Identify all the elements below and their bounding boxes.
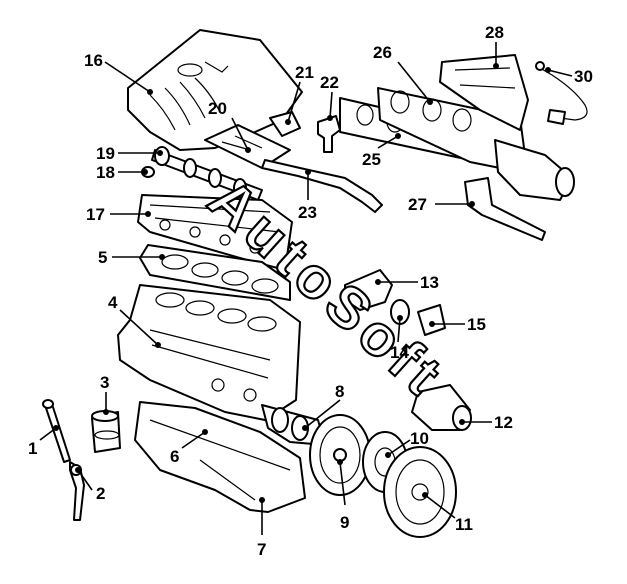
svg-text:11: 11: [455, 515, 473, 534]
svg-text:10: 10: [410, 429, 429, 448]
engine-block: [117, 284, 301, 421]
head-gasket: [139, 244, 291, 301]
pressure-plate: [383, 446, 457, 538]
svg-text:27: 27: [408, 195, 427, 214]
svg-text:23: 23: [298, 203, 317, 222]
sensor: [317, 115, 341, 153]
callout-16: 16: [84, 51, 153, 95]
oil-pan: [134, 401, 306, 513]
crankshaft: [261, 404, 326, 446]
svg-text:16: 16: [84, 51, 103, 70]
callout-14: 14: [390, 315, 409, 362]
svg-text:17: 17: [86, 205, 105, 224]
svg-text:21: 21: [295, 63, 314, 82]
cover-bracket: [269, 111, 301, 137]
cylinder-head: [137, 194, 293, 271]
callout-17: 17: [86, 205, 151, 224]
callout-22: 23: [298, 169, 317, 222]
svg-text:4: 4: [108, 293, 118, 312]
water-outlet: [417, 304, 446, 336]
svg-text:3: 3: [100, 373, 109, 392]
callout-11: 11: [422, 492, 473, 534]
svg-text:20: 20: [208, 99, 227, 118]
callout-3: 3: [100, 373, 109, 415]
svg-text:14: 14: [390, 343, 409, 362]
svg-text:22: 22: [320, 73, 339, 92]
svg-text:1: 1: [28, 439, 37, 458]
callout-12: 12: [459, 413, 513, 432]
catalytic-converter: [494, 139, 575, 201]
callout-10: 10: [385, 429, 429, 458]
svg-text:2: 2: [96, 484, 105, 503]
oil-filter: [91, 410, 121, 453]
callout-4: 4: [108, 293, 161, 348]
svg-text:5: 5: [98, 248, 107, 267]
svg-text:26: 26: [373, 43, 392, 62]
callout-25: 25: [362, 133, 401, 169]
callout-9: 9: [337, 459, 349, 532]
callout-21: 21: [285, 63, 314, 125]
coolant-pipe: [261, 159, 383, 213]
svg-text:28: 28: [485, 23, 504, 42]
engine-cover: [127, 29, 303, 151]
callout-30: 30: [545, 67, 593, 86]
svg-text:12: 12: [494, 413, 513, 432]
callout-28: 28: [485, 23, 504, 69]
starter-motor: [411, 384, 472, 431]
callout-2: 2: [75, 467, 105, 503]
callout-1: 1: [28, 425, 59, 458]
callout-20: 20: [208, 99, 251, 153]
camshaft: [151, 146, 263, 201]
callout-5: 5: [98, 248, 165, 267]
svg-text:19: 19: [96, 144, 115, 163]
callout-19: 19: [96, 144, 163, 163]
callout-15: 15: [429, 315, 486, 334]
flywheel: [309, 414, 371, 496]
callout-7: 7: [257, 497, 266, 559]
callout-23: 22: [320, 73, 339, 121]
svg-text:9: 9: [340, 513, 349, 532]
callout-6: 6: [170, 429, 208, 466]
thermostat-housing: [344, 269, 393, 311]
oxygen-sensor: [535, 61, 588, 125]
callout-8: 8: [302, 382, 344, 431]
callout-27: 27: [408, 195, 475, 214]
svg-text:6: 6: [170, 447, 179, 466]
svg-text:13: 13: [420, 273, 439, 292]
callout-26: 26: [373, 43, 433, 105]
svg-text:18: 18: [96, 163, 115, 182]
heat-shield: [439, 54, 529, 131]
svg-text:25: 25: [362, 150, 381, 169]
exhaust-bracket: [464, 177, 546, 241]
svg-text:7: 7: [257, 540, 266, 559]
callout-18: 18: [96, 163, 148, 182]
svg-text:8: 8: [335, 382, 344, 401]
callout-13: 13: [375, 273, 439, 292]
svg-text:15: 15: [467, 315, 486, 334]
svg-text:30: 30: [574, 67, 593, 86]
oil-dipstick: [42, 399, 71, 463]
